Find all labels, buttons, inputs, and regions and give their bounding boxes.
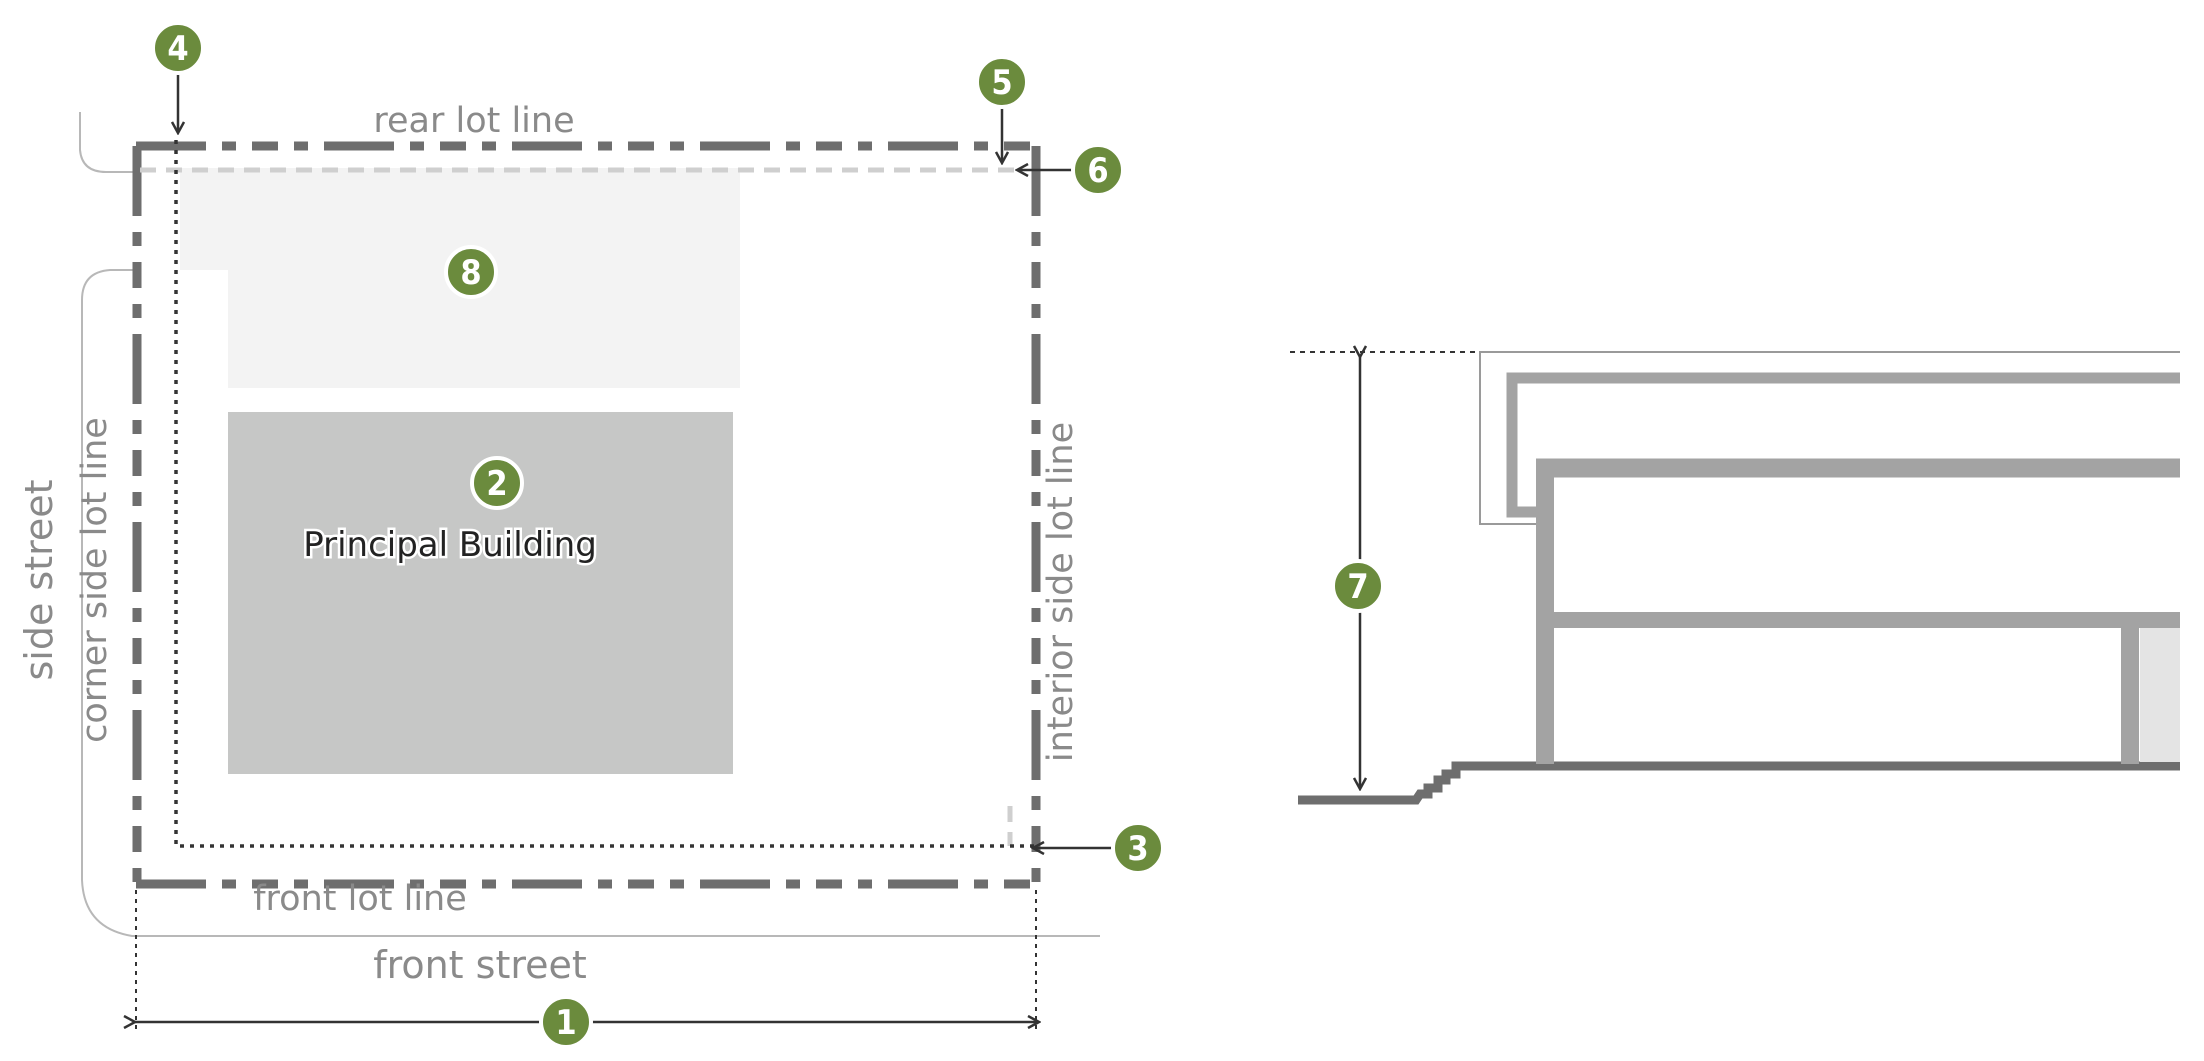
rear-lot-line-label: rear lot line — [373, 101, 574, 141]
front-lot-line-label: front lot line — [253, 879, 467, 919]
badge-5: 5 — [975, 55, 1029, 109]
side-street-label: side street — [17, 479, 61, 680]
accessory-area-notch — [180, 270, 228, 388]
svg-text:6: 6 — [1087, 151, 1108, 191]
svg-text:4: 4 — [167, 29, 188, 69]
badge-8: 8 — [444, 245, 498, 299]
corner-side-lot-line-label: corner side lot line — [75, 417, 115, 743]
badge-2: 2 — [470, 456, 524, 510]
badge-7: 7 — [1331, 559, 1385, 613]
svg-text:8: 8 — [460, 253, 481, 293]
roof-eave-outline — [1479, 351, 2180, 525]
principal-building-label: Principal Building — [303, 525, 597, 565]
side-street-curb — [81, 269, 1100, 937]
interior-side-lot-line-label: interior side lot line — [1041, 422, 1081, 762]
svg-text:2: 2 — [486, 464, 507, 504]
badge-4: 4 — [151, 21, 205, 75]
wall-panel — [2140, 628, 2180, 762]
svg-text:3: 3 — [1127, 829, 1148, 869]
front-street-label: front street — [373, 943, 587, 987]
svg-text:7: 7 — [1347, 567, 1368, 607]
svg-text:1: 1 — [555, 1003, 576, 1043]
badge-6: 6 — [1071, 143, 1125, 197]
badge-1: 1 — [539, 995, 593, 1049]
upper-roof-beam — [1506, 372, 2180, 518]
ground-line — [1298, 761, 2180, 805]
badge-3: 3 — [1111, 821, 1165, 875]
svg-text:5: 5 — [991, 63, 1012, 103]
rear-curb-line — [79, 112, 140, 173]
